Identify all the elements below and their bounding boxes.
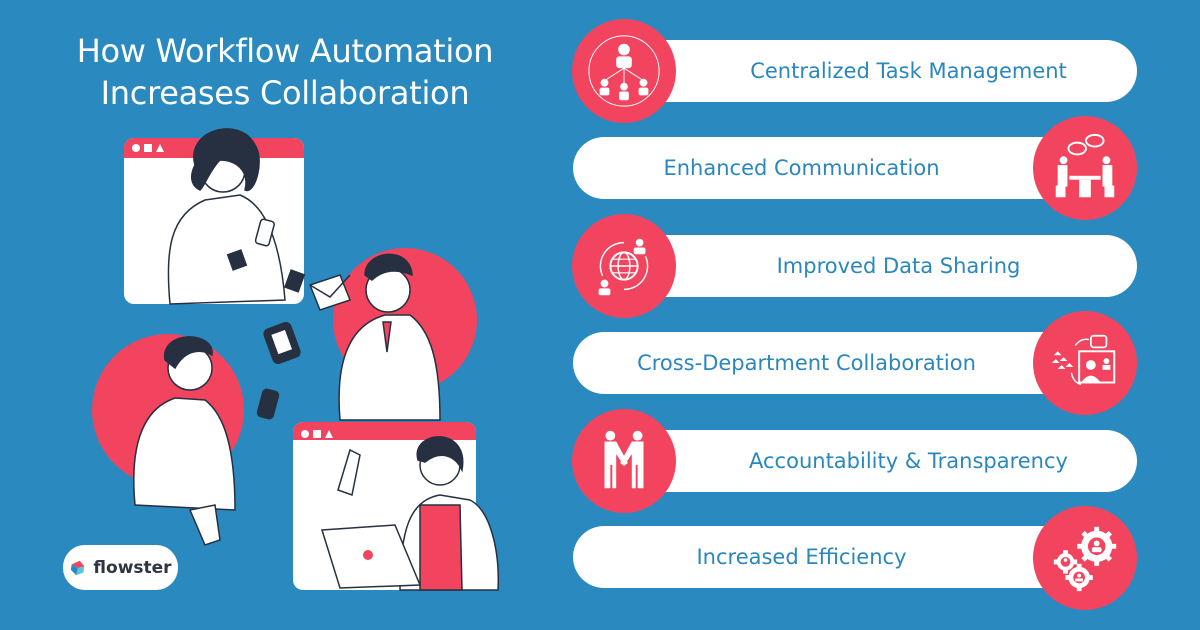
benefit-label: Increased Efficiency [696,545,907,569]
video-conference-icon [1033,311,1137,415]
benefit-item-centralized-task-management: Centralized Task Management [620,40,1137,102]
person-man-phone [133,336,280,546]
flowster-wordmark: flowster [93,557,172,578]
org-chart-icon [572,19,676,123]
meeting-chat-icon [1033,116,1137,220]
flowster-logo: flowster [63,545,178,590]
benefit-item-increased-efficiency: Increased Efficiency [573,526,1090,588]
benefit-item-enhanced-communication: Enhanced Communication [573,137,1090,199]
benefit-label: Cross-Department Collaboration [637,351,976,375]
globe-share-icon [572,214,676,318]
person-woman-laptop [321,436,499,591]
page-title: How Workflow Automation Increases Collab… [40,30,530,114]
handshake-icon [572,409,676,513]
collaboration-illustration [92,128,499,591]
benefit-label: Accountability & Transparency [749,449,1068,473]
benefit-label: Improved Data Sharing [776,254,1021,278]
person-woman-phone [167,128,306,305]
person-man-tie [263,253,441,421]
benefit-label: Enhanced Communication [663,156,940,180]
benefit-item-improved-data-sharing: Improved Data Sharing [620,235,1137,297]
title-line-1: How Workflow Automation [76,32,494,70]
flowster-logo-icon [71,560,85,575]
title-line-2: Increases Collaboration [100,74,470,112]
benefit-item-accountability-transparency: Accountability & Transparency [620,430,1137,492]
benefit-item-cross-department-collaboration: Cross-Department Collaboration [573,332,1090,394]
benefit-label: Centralized Task Management [750,59,1067,83]
gears-people-icon [1033,506,1137,610]
